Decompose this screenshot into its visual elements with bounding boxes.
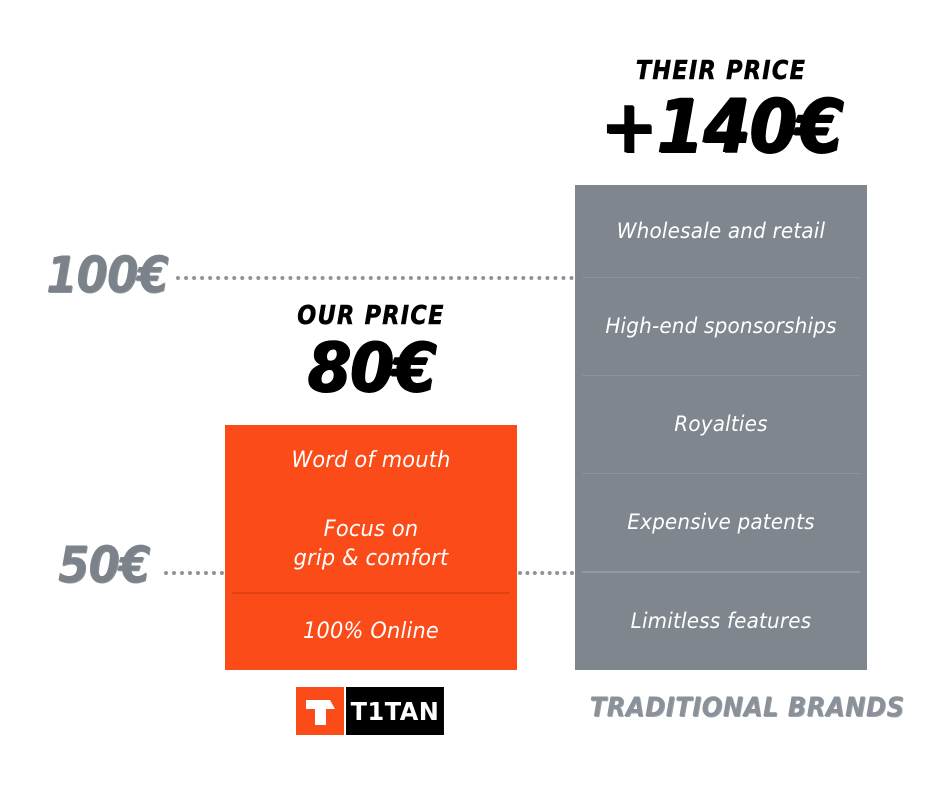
bar-segment-sponsorships: High-end sponsorships [582,277,860,375]
leader-line-100 [176,276,574,284]
our-price-amount: 80€ [307,329,436,408]
our-price-label: OUR PRICE [297,301,445,331]
their-price-heading-group: THEIR PRICE +140€ [575,56,867,170]
their-price-label: THEIR PRICE [635,56,807,86]
bar-segment-label: 100% Online [303,618,439,644]
axis-tick-100: 100€ [46,246,169,304]
t1tan-wordmark: T1TAN [346,687,444,735]
bar-segment-patents: Expensive patents [582,473,860,571]
leader-line-50-right [518,571,574,579]
bar-segment-limitless-features: Limitless features [582,571,860,670]
bar-segment-online: 100% Online [232,592,510,670]
bar-segment-label: Word of mouth [291,447,451,473]
bar-segment-label: Limitless features [630,609,812,634]
bar-segment-focus-grip-comfort: Focus on grip & comfort [232,497,509,592]
bar-segment-label: High-end sponsorships [605,314,837,339]
their-price-amount: +140€ [600,84,843,170]
bar-segment-label: Wholesale and retail [616,218,826,243]
bar-segment-label-line-2: grip & comfort [293,545,449,571]
bar-segment-label-multiline: Focus on grip & comfort [294,516,449,572]
bar-segment-label: Expensive patents [627,510,815,535]
our-price-heading-group: OUR PRICE 80€ [225,303,517,403]
bar-segment-label: Royalties [674,412,768,437]
traditional-brands-footer-label: TRADITIONAL BRANDS [589,692,905,723]
bar-segment-royalties: Royalties [582,375,860,473]
axis-tick-50: 50€ [58,536,150,594]
bar-t1tan: Word of mouth Focus on grip & comfort 10… [225,425,517,670]
t1tan-logo: T1TAN [296,687,446,735]
bar-traditional-brands: Wholesale and retail High-end sponsorshi… [575,185,867,670]
t1tan-logo-mark-icon [296,687,344,735]
bar-segment-label-line-1: Focus on [323,517,419,543]
leader-line-50-left [164,571,224,579]
bar-segment-wholesale: Wholesale and retail [582,185,859,277]
bar-segment-word-of-mouth: Word of mouth [232,425,509,497]
